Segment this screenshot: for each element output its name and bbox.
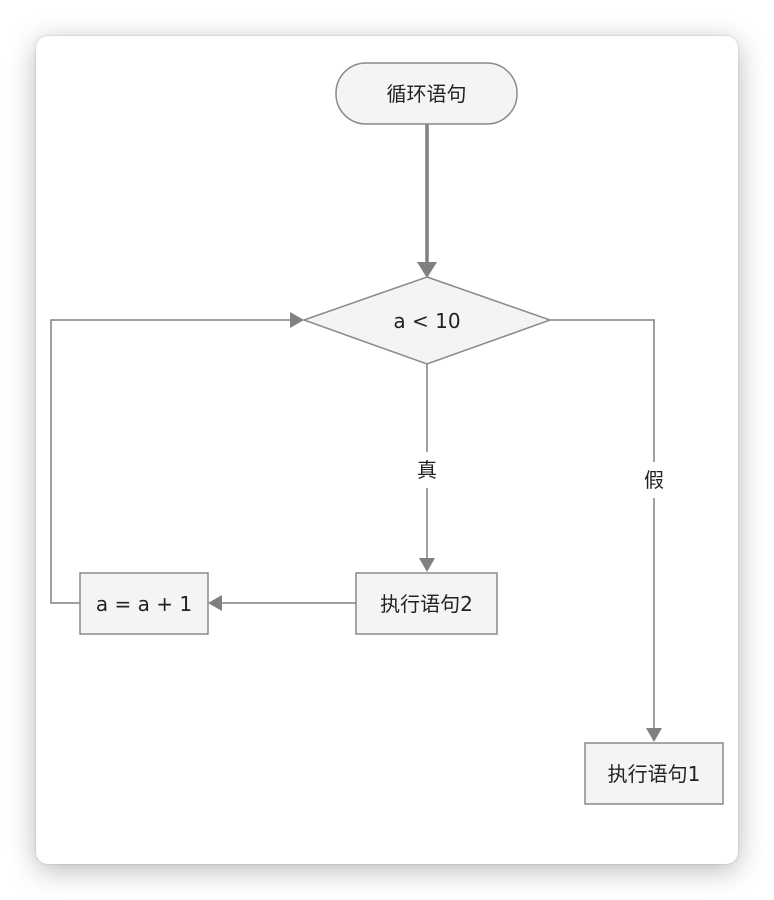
edge-increment-to-condition: [50, 319, 292, 604]
edge-label-false: 假: [644, 468, 664, 492]
diagram-card: [36, 36, 738, 864]
arrowhead-start-to-condition: [417, 262, 437, 278]
node-start-label: 循环语句: [387, 82, 467, 106]
arrowhead-condition-to-stmt2: [419, 558, 435, 572]
edge-condition-to-stmt1-upper: [550, 319, 655, 462]
node-stmt1-label: 执行语句1: [608, 762, 701, 786]
arrowhead-condition-to-stmt1: [646, 728, 662, 742]
arrowhead-stmt2-to-increment: [208, 595, 222, 611]
node-stmt2-label: 执行语句2: [380, 592, 473, 616]
node-condition: a < 10: [301, 276, 553, 365]
node-stmt1: 执行语句1: [584, 742, 724, 805]
node-start: 循环语句: [335, 62, 518, 125]
edge-label-true: 真: [417, 458, 437, 482]
node-increment: a = a + 1: [79, 572, 209, 635]
node-condition-label: a < 10: [393, 309, 460, 333]
node-increment-label: a = a + 1: [96, 592, 192, 616]
arrowhead-increment-to-condition: [290, 312, 304, 328]
node-stmt2: 执行语句2: [355, 572, 498, 635]
